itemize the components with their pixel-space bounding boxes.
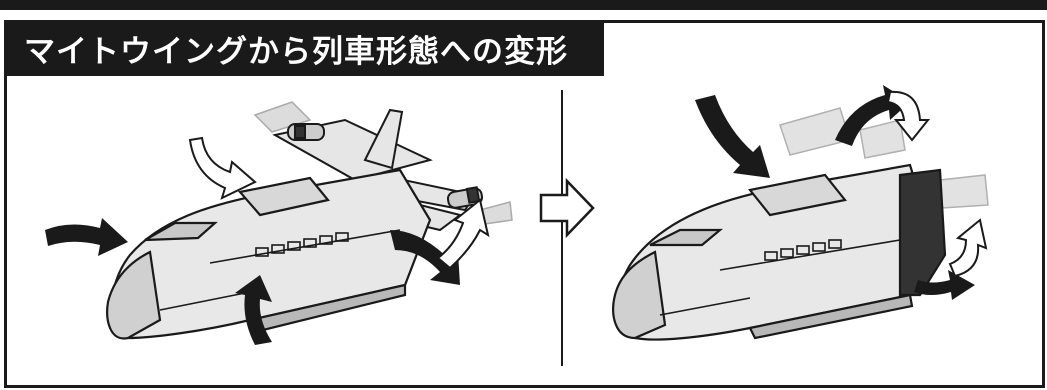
push-arrow-icon xyxy=(45,218,460,345)
train-mode-illustration xyxy=(600,80,1030,380)
page-title: マイトウイングから列車形態への変形 xyxy=(24,33,568,70)
top-bar xyxy=(0,0,1047,10)
bullet-train-icon xyxy=(612,85,989,341)
curved-arrow-icon xyxy=(886,90,988,278)
plane-mode-illustration xyxy=(10,80,555,380)
jet-plane-icon xyxy=(45,101,513,345)
title-tab: マイトウイングから列車形態への変形 xyxy=(4,20,604,76)
panel-divider xyxy=(561,90,563,366)
right-arrow-icon xyxy=(539,177,595,239)
curved-arrow-icon xyxy=(188,136,490,270)
